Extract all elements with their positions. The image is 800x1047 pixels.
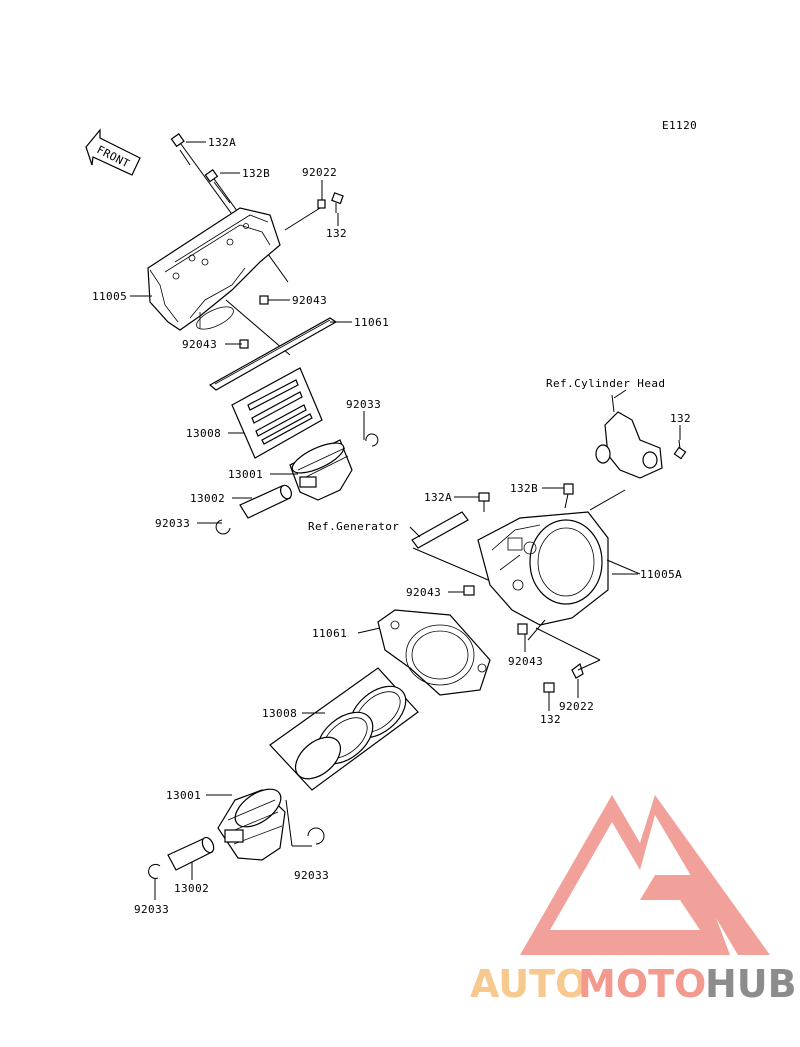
piston-pin-13002-rear xyxy=(167,836,215,871)
bolt-132-rear-top xyxy=(673,439,687,460)
label-front-13008: 13008 xyxy=(186,427,221,440)
bolt-132A-rear xyxy=(478,492,490,512)
piston-rings-13008-front xyxy=(231,367,323,459)
label-front-92033-left: 92033 xyxy=(155,517,190,530)
label-rear-13008: 13008 xyxy=(262,707,297,720)
dowel-92022-front xyxy=(284,199,326,231)
label-ref-generator: Ref.Generator xyxy=(308,520,399,533)
label-rear-92033-right: 92033 xyxy=(294,869,329,882)
label-front-13001: 13001 xyxy=(228,468,263,481)
diagram-code: E1120 xyxy=(662,119,697,132)
gasket-11061-front xyxy=(208,317,338,391)
bolt-132-front xyxy=(331,192,344,213)
label-front-132: 132 xyxy=(326,227,347,240)
cylinder-head-ref xyxy=(595,394,663,479)
piston-13001-front xyxy=(289,439,353,501)
label-front-132B: 132B xyxy=(242,167,270,180)
label-rear-92043-left: 92043 xyxy=(406,586,441,599)
gasket-11061-rear xyxy=(377,609,491,696)
dowel-92043-front-right xyxy=(259,295,269,305)
leader-lines xyxy=(130,141,681,900)
label-front-13002: 13002 xyxy=(190,492,225,505)
label-front-11005: 11005 xyxy=(92,290,127,303)
label-front-92043-right: 92043 xyxy=(292,294,327,307)
label-rear-13002: 13002 xyxy=(174,882,209,895)
label-rear-13001: 13001 xyxy=(166,789,201,802)
label-rear-132-bottom: 132 xyxy=(540,713,561,726)
label-rear-11005A: 11005A xyxy=(640,568,682,581)
label-rear-92022: 92022 xyxy=(559,700,594,713)
circlip-92033-front-left xyxy=(215,519,231,535)
label-front-132A: 132A xyxy=(208,136,236,149)
bolt-132-rear-bottom xyxy=(543,682,555,705)
dowel-92022-rear xyxy=(571,663,584,679)
label-rear-11061: 11061 xyxy=(312,627,347,640)
bolt-132B-rear xyxy=(563,483,574,509)
circlip-92033-rear-right xyxy=(307,827,325,845)
circlip-92033-front-right xyxy=(365,433,379,447)
watermark-moto: MOTO xyxy=(578,962,706,1006)
cylinder-block-11005A xyxy=(477,511,609,626)
dowel-92043-rear-lower xyxy=(517,623,528,635)
dowel-92043-rear-left xyxy=(463,585,475,596)
front-arrow-icon: FRONT xyxy=(85,128,141,176)
label-ref-cylinder-head: Ref.Cylinder Head xyxy=(546,377,665,390)
piston-13001-rear xyxy=(217,788,286,861)
generator-ref-rod xyxy=(411,511,469,549)
circlip-92033-rear-left xyxy=(148,863,161,879)
label-front-92043-left: 92043 xyxy=(182,338,217,351)
label-rear-92043-lower: 92043 xyxy=(508,655,543,668)
label-rear-132A: 132A xyxy=(424,491,452,504)
watermark-text: AUTO MOTO HUB xyxy=(470,962,797,1006)
label-front-92022: 92022 xyxy=(302,166,337,179)
part-labels: 132A 132B 92022 132 11005 92043 11061 92… xyxy=(92,136,691,916)
label-rear-132-top: 132 xyxy=(670,412,691,425)
label-rear-132B: 132B xyxy=(510,482,538,495)
label-front-92033-right: 92033 xyxy=(346,398,381,411)
piston-pin-13002-front xyxy=(239,484,293,519)
cylinder-block-11005 xyxy=(147,207,281,331)
label-front-11061: 11061 xyxy=(354,316,389,329)
label-rear-92033-left: 92033 xyxy=(134,903,169,916)
watermark-hub: HUB xyxy=(705,962,797,1006)
piston-rings-13008-rear xyxy=(269,667,419,791)
watermark-auto: AUTO xyxy=(470,962,587,1006)
watermark-logo-icon xyxy=(520,795,770,955)
